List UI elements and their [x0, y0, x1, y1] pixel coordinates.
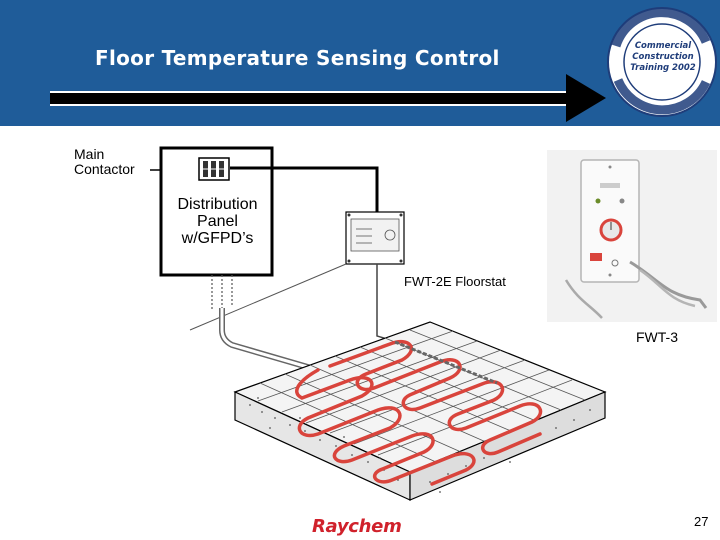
title-arrow-head-icon	[566, 74, 606, 122]
distribution-panel-label: Distribution Panel w/GFPD’s	[165, 196, 270, 247]
floorstat-label: FWT-2E Floorstat	[404, 274, 506, 289]
label-line: Panel	[197, 213, 238, 230]
page-number: 27	[694, 514, 709, 529]
label-line: Main	[74, 146, 105, 162]
fwt3-label: FWT-3	[636, 329, 678, 345]
slide-title: Floor Temperature Sensing Control	[95, 46, 500, 70]
fwt3-sensor-cable	[629, 260, 708, 309]
badge-line: Training 2002	[630, 63, 696, 73]
badge-line: Construction	[632, 52, 694, 62]
label-line: Contactor	[74, 161, 135, 177]
label-line: w/GFPD’s	[181, 230, 254, 247]
panel-to-floorstat-wire	[230, 166, 379, 212]
label-line: Distribution	[177, 196, 258, 213]
badge-text: Commercial Construction Training 2002	[622, 41, 704, 74]
badge-line: Commercial	[634, 41, 692, 51]
raychem-logo: Raychem	[312, 516, 402, 537]
training-badge-logo	[607, 7, 717, 117]
heating-cable	[295, 368, 476, 486]
sensor-tube	[394, 340, 498, 385]
title-arrow-line	[50, 91, 570, 106]
main-contactor-label: Main Contactor	[74, 147, 135, 177]
power-conduit	[219, 308, 319, 373]
floor-heating-diagram	[150, 146, 717, 501]
